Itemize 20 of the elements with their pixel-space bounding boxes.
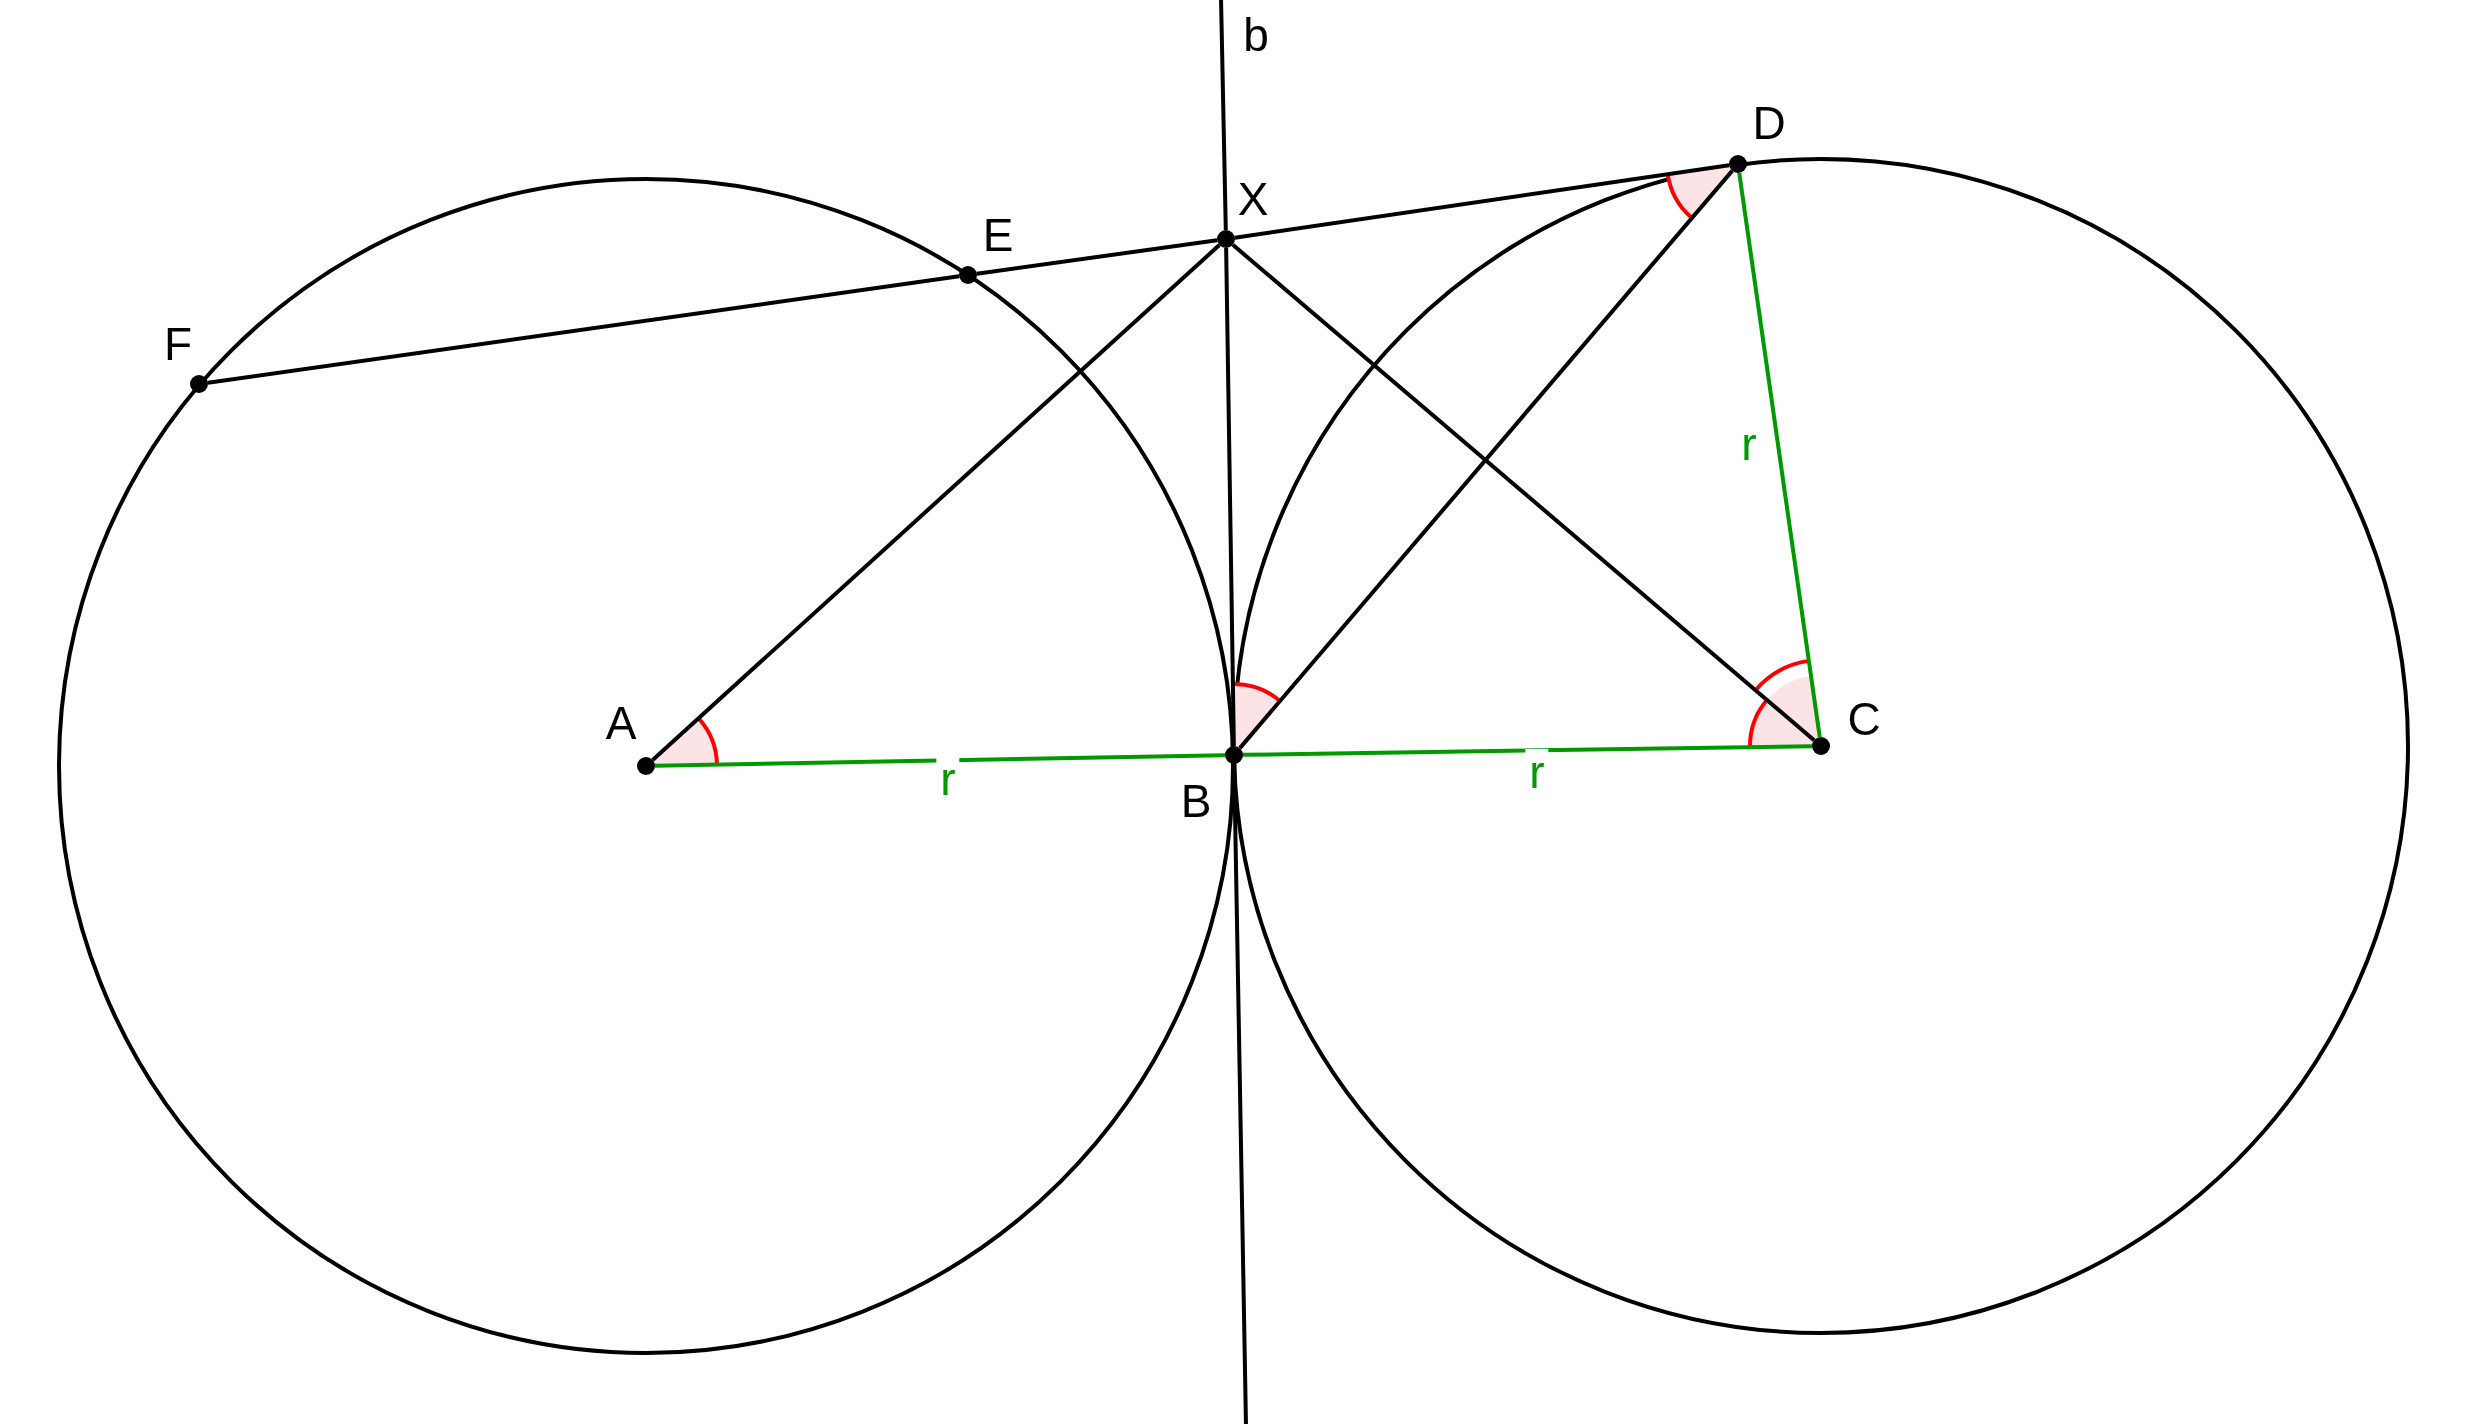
- line-segment: [1238, 169, 1734, 750]
- line-segment: [1234, 163, 1730, 240]
- line-segment: [1737, 172, 1822, 738]
- line-segment: [1219, 0, 1228, 231]
- line-segment: [976, 238, 1218, 276]
- line-segment: [651, 243, 1221, 762]
- point-label: F: [163, 321, 193, 367]
- point-label: E: [982, 212, 1014, 258]
- line-segment: [1242, 744, 1813, 757]
- point-label: C: [1847, 696, 1881, 742]
- line-segment: [654, 753, 1226, 768]
- line-label: b: [1243, 12, 1269, 58]
- line-segment: [1232, 763, 1248, 1424]
- point-label: D: [1752, 100, 1786, 146]
- line-segment: [207, 274, 960, 385]
- point-label: B: [1180, 778, 1212, 824]
- line-segment: [1231, 243, 1816, 742]
- point-label: X: [1237, 176, 1269, 222]
- point-label: A: [605, 700, 637, 746]
- line-segment: [1224, 247, 1236, 747]
